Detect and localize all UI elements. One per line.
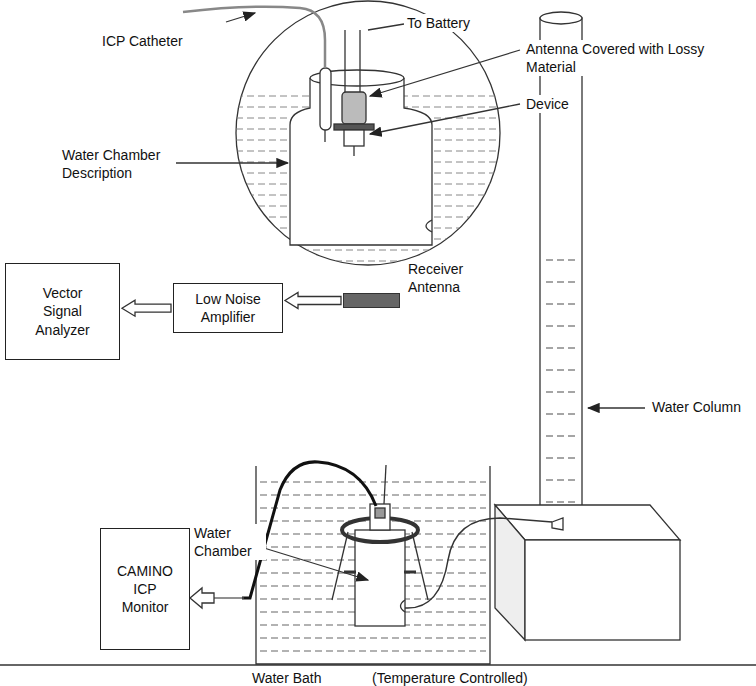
chamber-neck	[370, 504, 390, 530]
ground-line	[0, 664, 756, 666]
annotation-label: Water Column	[650, 398, 743, 416]
water-line	[546, 369, 576, 370]
water-bath	[256, 466, 490, 664]
water-line	[260, 494, 486, 495]
water-line	[546, 325, 576, 326]
node-label: Receiver Antenna	[408, 260, 498, 296]
chamber-outlet	[401, 600, 406, 612]
annotation-label: To Battery	[405, 14, 472, 32]
text-group: CAMINO ICP Monitor	[110, 562, 180, 617]
water-line	[546, 457, 576, 458]
catheter-tip	[320, 68, 331, 130]
equipment-box: Low Noise Amplifier	[173, 283, 283, 333]
water-line	[546, 303, 576, 304]
leader-arrow	[226, 13, 255, 22]
connecting-tube	[405, 518, 552, 608]
water-line	[546, 347, 576, 348]
water-line	[260, 650, 486, 651]
node-label: Low Noise Amplifier	[180, 290, 276, 326]
water-line	[260, 481, 486, 482]
tripod-leg	[412, 532, 428, 600]
receiver-antenna: Receiver Antenna	[343, 293, 400, 308]
device-band	[334, 124, 374, 130]
column-water-lines	[546, 260, 576, 502]
catheter-end	[324, 130, 325, 142]
leader-arrow	[588, 407, 645, 408]
base-box-front	[525, 540, 680, 640]
battery-wire	[384, 465, 386, 504]
text-group: Receiver Antenna	[408, 260, 498, 296]
hollow-arrow	[190, 588, 214, 608]
equipment-box: CAMINO ICP Monitor	[100, 528, 190, 650]
water-line	[260, 637, 486, 638]
node-label: CAMINO ICP Monitor	[110, 562, 180, 617]
annotation-label: (Temperature Controlled)	[370, 669, 530, 686]
leader-arrow	[370, 104, 520, 134]
bath-water-lines	[260, 482, 486, 651]
node-label: Vector Signal Analyzer	[23, 284, 103, 339]
column-outlet	[552, 518, 563, 530]
annotation-label: Water Chamber Description	[60, 146, 176, 182]
water-line	[546, 391, 576, 392]
equipment-box: Vector Signal Analyzer	[5, 263, 120, 360]
device-mini	[375, 508, 385, 518]
chamber-outlet	[426, 220, 432, 232]
device-body	[344, 130, 364, 146]
water-line	[546, 479, 576, 480]
lossy-antenna-cover	[342, 92, 366, 124]
base-box-side	[495, 505, 525, 640]
annotation-label: Device	[524, 95, 571, 113]
leader-arrow	[370, 50, 520, 96]
signal-arrow	[122, 300, 171, 316]
leader-arrow	[172, 162, 288, 163]
water-column-tube	[540, 18, 582, 520]
base-box-top	[495, 505, 680, 540]
water-line	[546, 501, 576, 502]
annotation-label: ICP Catheter	[100, 32, 185, 50]
water-line	[546, 413, 576, 414]
catheter-cable	[214, 597, 244, 598]
water-line	[546, 281, 576, 282]
column-top	[540, 12, 582, 24]
water-line	[546, 259, 576, 260]
icp-catheter-line	[183, 7, 325, 68]
tripod-leg	[332, 532, 348, 600]
annotation-label: Water Bath	[250, 669, 324, 686]
text-group: Vector Signal Analyzer	[23, 284, 103, 339]
text-group: Low Noise Amplifier	[180, 290, 276, 326]
battery-wire	[359, 30, 360, 95]
clamp	[404, 571, 416, 574]
detail-circle	[236, 1, 500, 265]
annotation-label: Water Chamber	[192, 524, 266, 560]
leader-line	[368, 24, 404, 30]
leader-arrow	[264, 548, 368, 580]
water-line	[236, 250, 500, 251]
device-probe	[353, 146, 354, 156]
signal-arrow	[285, 293, 341, 309]
water-chamber-bottle	[290, 78, 432, 245]
annotation-label: Antenna Covered with Lossy Material	[524, 40, 738, 76]
water-line	[546, 435, 576, 436]
battery-wire	[344, 30, 345, 95]
